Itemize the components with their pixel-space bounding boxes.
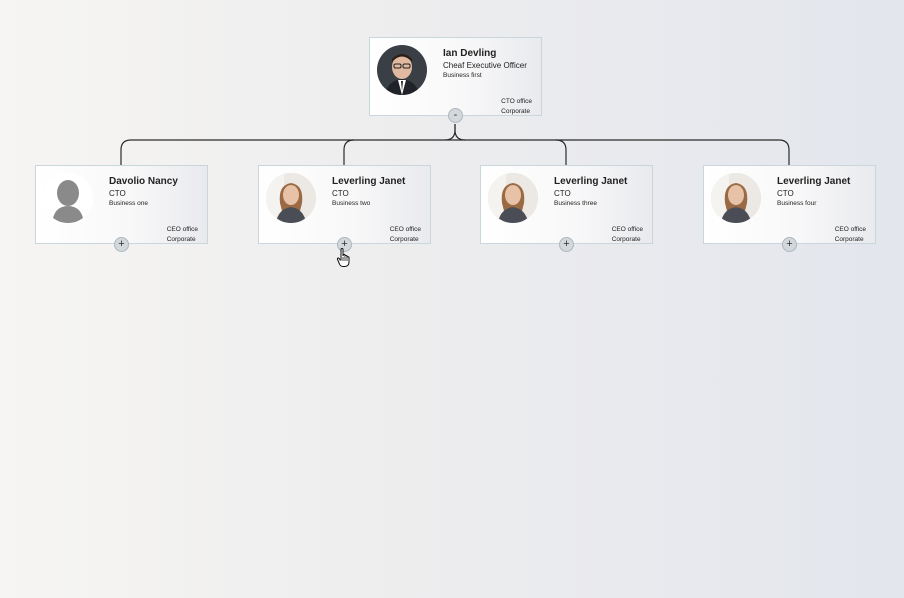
employee-name: Leverling Janet: [777, 176, 851, 187]
person-silhouette-icon: [43, 173, 93, 223]
employee-unit: Business two: [332, 200, 371, 207]
link-child-4: [778, 139, 790, 165]
employee-office-block: CEO office Corporate: [167, 225, 198, 244]
man-portrait-icon: [377, 45, 427, 95]
woman-portrait-icon: [711, 173, 761, 223]
employee-unit: Business four: [777, 200, 817, 207]
employee-office: CEO office: [611, 226, 643, 233]
expand-button-child-2[interactable]: +: [337, 237, 352, 252]
avatar-ian-devling: [377, 45, 427, 95]
link-child-2: [343, 139, 355, 165]
employee-office-block: CEO office Corporate: [612, 225, 643, 244]
employee-title: Cheaf Executive Officer: [443, 61, 527, 70]
link-root-stem: [444, 124, 456, 141]
woman-portrait-icon: [488, 173, 538, 223]
employee-name: Leverling Janet: [332, 176, 406, 187]
employee-unit: Business three: [554, 200, 597, 207]
employee-department: Corporate: [501, 107, 531, 115]
node-card-child-4[interactable]: Leverling Janet CTO Business four CEO of…: [703, 165, 876, 244]
avatar-davolio-nancy: [43, 173, 93, 223]
avatar-leverling-janet: [711, 173, 761, 223]
link-root-stem-right: [454, 124, 466, 141]
employee-name: Davolio Nancy: [109, 176, 178, 187]
link-child-1: [120, 139, 132, 165]
employee-office-block: CEO office Corporate: [390, 225, 421, 244]
collapse-button-root[interactable]: -: [448, 108, 463, 123]
expand-button-child-3[interactable]: +: [559, 237, 574, 252]
hand-pointer-icon: [336, 248, 350, 267]
employee-unit: Business one: [109, 200, 149, 207]
node-card-root[interactable]: Ian Devling Cheaf Executive Officer Busi…: [369, 37, 542, 116]
employee-title: CTO: [554, 189, 571, 198]
expand-button-child-1[interactable]: +: [114, 237, 129, 252]
woman-portrait-icon: [266, 173, 316, 223]
employee-office: CEO office: [389, 226, 421, 233]
link-child-3: [555, 139, 567, 165]
node-card-child-1[interactable]: Davolio Nancy CTO Business one CEO offic…: [35, 165, 208, 244]
node-card-child-3[interactable]: Leverling Janet CTO Business three CEO o…: [480, 165, 653, 244]
employee-title: CTO: [109, 189, 126, 198]
employee-office: CTO office: [501, 98, 532, 105]
avatar-leverling-janet: [488, 173, 538, 223]
employee-office-block: CEO office Corporate: [835, 225, 866, 244]
employee-department: Corporate: [166, 235, 196, 243]
node-card-child-2[interactable]: Leverling Janet CTO Business two CEO off…: [258, 165, 431, 244]
employee-name: Leverling Janet: [554, 176, 628, 187]
employee-department: Corporate: [389, 235, 419, 243]
employee-title: CTO: [777, 189, 794, 198]
expand-button-child-4[interactable]: +: [782, 237, 797, 252]
employee-office: CEO office: [166, 226, 198, 233]
employee-name: Ian Devling: [443, 48, 497, 59]
employee-title: CTO: [332, 189, 349, 198]
avatar-leverling-janet: [266, 173, 316, 223]
employee-department: Corporate: [834, 235, 864, 243]
employee-department: Corporate: [611, 235, 641, 243]
employee-office-block: CTO office Corporate: [501, 97, 532, 116]
employee-office: CEO office: [834, 226, 866, 233]
employee-unit: Business first: [443, 72, 482, 79]
